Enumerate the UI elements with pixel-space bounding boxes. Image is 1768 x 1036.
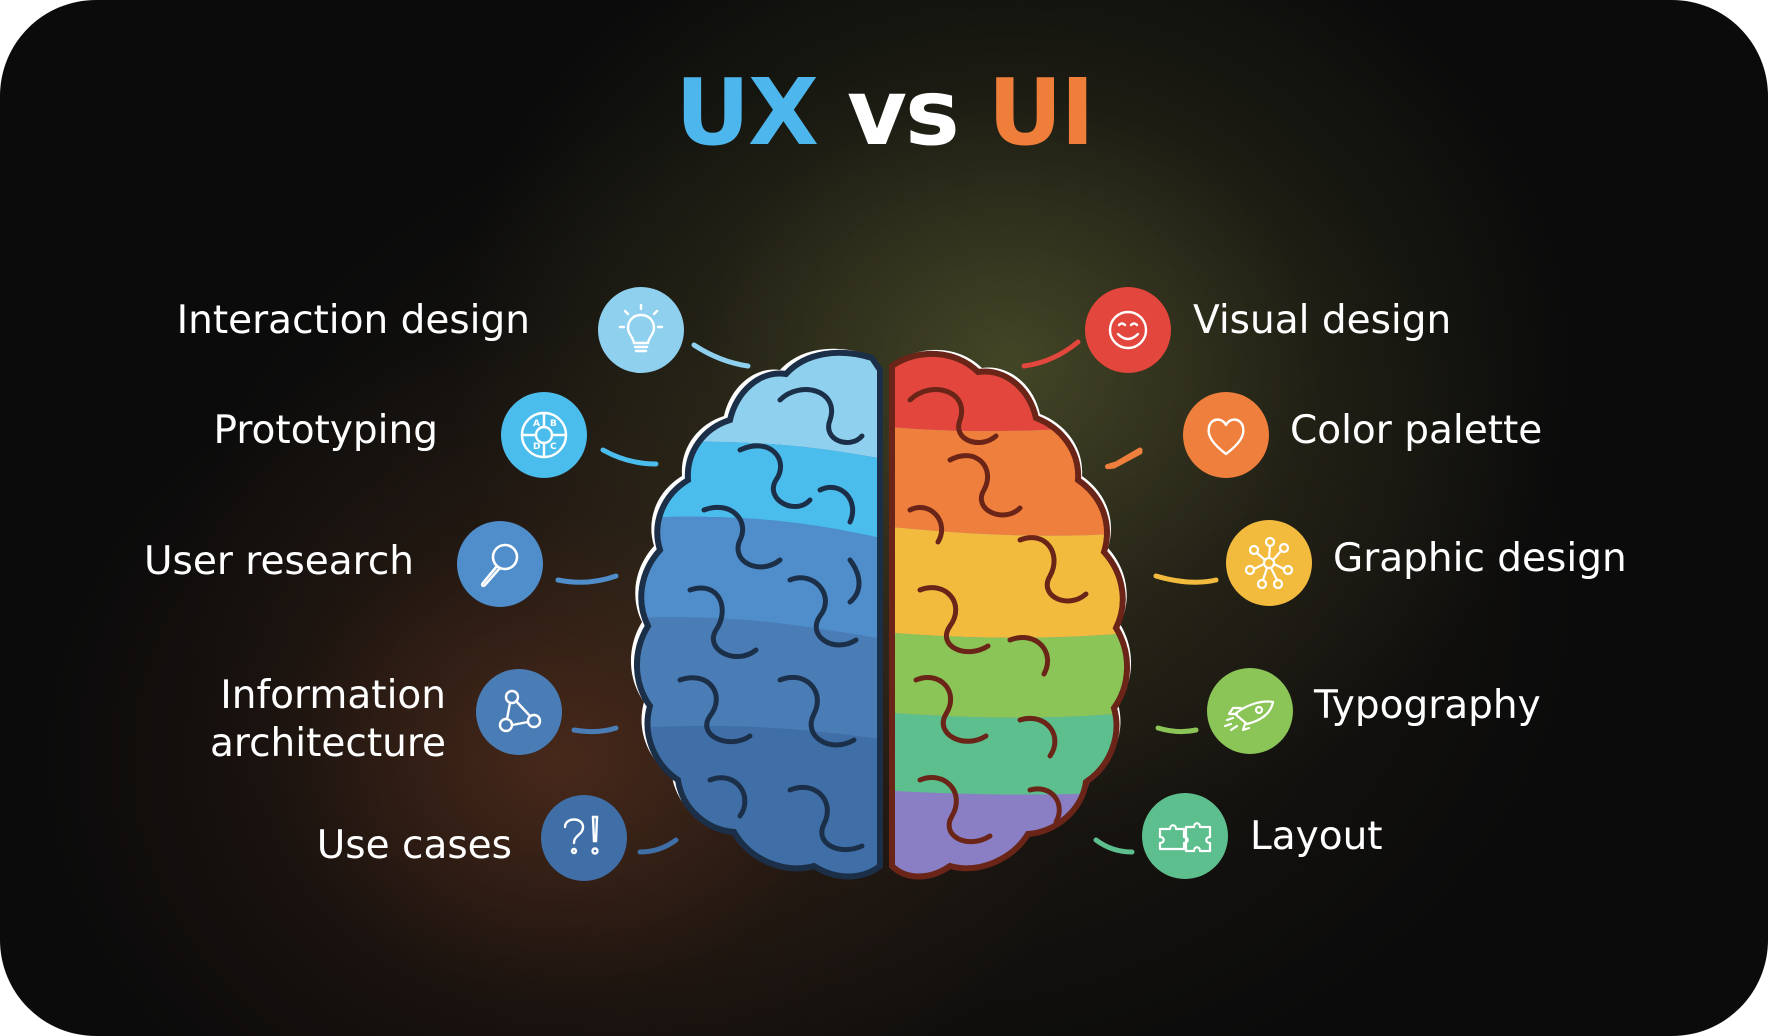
node-visual-design [1085, 287, 1171, 373]
label-typography: Typography [1314, 683, 1541, 728]
heart-icon [1207, 418, 1245, 456]
svg-text:B: B [550, 419, 557, 429]
node-interaction-design [598, 287, 684, 373]
svg-text:D: D [533, 442, 540, 452]
label-information-architecture-line2: architecture [210, 721, 446, 766]
label-prototyping: Prototyping [213, 408, 438, 453]
connector-interaction-design [691, 342, 751, 369]
label-visual-design: Visual design [1193, 298, 1452, 343]
rocket-icon [1223, 700, 1275, 732]
label-graphic-design: Graphic design [1333, 536, 1627, 581]
node-user-research [457, 521, 543, 607]
svg-text:C: C [550, 442, 557, 452]
node-information-architecture [476, 669, 562, 755]
connector-layout [1093, 837, 1135, 855]
label-use-cases: Use cases [316, 823, 512, 868]
label-color-palette: Color palette [1290, 408, 1543, 453]
node-color-palette [1183, 392, 1269, 478]
node-use-cases [541, 795, 627, 881]
network-icon [498, 689, 542, 733]
connector-use-cases [637, 837, 679, 855]
connector-prototyping [600, 447, 659, 467]
page-title: UX vs UI [0, 58, 1768, 168]
connector-information-architecture [571, 725, 619, 735]
node-typography [1207, 668, 1293, 754]
node-graphic-design [1226, 520, 1312, 606]
smiley-icon [1108, 310, 1148, 350]
label-information-architecture-line1: Information [220, 673, 446, 718]
puzzle-icon [1158, 822, 1212, 853]
question-exclamation-icon [563, 815, 599, 855]
connector-visual-design [1021, 339, 1081, 369]
lightbulb-icon [618, 303, 664, 353]
connector-typography [1155, 725, 1199, 735]
node-layout [1142, 793, 1228, 879]
connector-user-research [555, 573, 619, 585]
label-interaction-design: Interaction design [176, 298, 530, 343]
connector-color-palette [1105, 447, 1143, 470]
svg-text:A: A [533, 419, 540, 429]
connector-graphic-design [1153, 573, 1219, 585]
title-ux: UX [675, 59, 819, 166]
label-layout: Layout [1250, 814, 1383, 859]
title-vs: vs [846, 59, 960, 166]
label-user-research: User research [143, 539, 414, 584]
magnifier-icon [480, 543, 519, 588]
title-ui: UI [987, 59, 1095, 166]
brain-illustration [630, 348, 1132, 880]
molecule-icon [1244, 536, 1294, 590]
